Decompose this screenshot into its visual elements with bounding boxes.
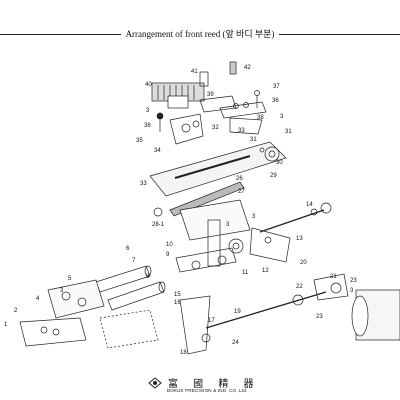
callout-label: 24 xyxy=(232,340,239,346)
arm-32 xyxy=(169,113,204,145)
callout-label: 33 xyxy=(238,128,245,134)
callout-label: 7 xyxy=(132,258,136,264)
part-41 xyxy=(199,71,209,87)
callout-label: 29 xyxy=(270,173,277,179)
callout-label: 33 xyxy=(140,181,147,187)
callout-label: 8 xyxy=(146,274,150,280)
cylinder-8 xyxy=(107,281,165,311)
callout-label: 16 xyxy=(174,300,181,306)
part-callouts: 40 41 42 39 37 36 38 3 31 3 36 35 34 32 … xyxy=(4,65,357,356)
callout-label: 3 xyxy=(252,214,256,220)
reed-comb-part xyxy=(151,82,205,109)
part-42 xyxy=(229,61,237,75)
callout-label: 23 xyxy=(350,278,357,284)
rack-shaft xyxy=(169,181,245,217)
callout-label: 21 xyxy=(330,274,337,280)
callout-label: 19 xyxy=(234,309,241,315)
shaft-14 xyxy=(259,209,325,233)
callout-label: 1 xyxy=(4,322,8,328)
callout-label: 3 xyxy=(60,288,64,294)
coupling-21 xyxy=(313,273,349,301)
callout-label: 3 xyxy=(226,222,230,228)
callout-label: 31 xyxy=(285,129,292,135)
bracket-13 xyxy=(249,227,291,263)
rod-19 xyxy=(205,291,327,329)
plate-39 xyxy=(199,95,237,113)
callout-label: 3 xyxy=(350,288,354,294)
callout-label: 9 xyxy=(166,252,170,258)
callout-label: 22 xyxy=(296,284,303,290)
callout-label: 42 xyxy=(244,65,251,71)
company-name-cn: 富 國 精 器 xyxy=(168,379,260,390)
callout-label: 40 xyxy=(145,82,152,88)
callout-label: 4 xyxy=(36,296,40,302)
callout-label: 23 xyxy=(316,314,323,320)
main-slide-plate xyxy=(149,141,287,197)
callout-label: 12 xyxy=(262,268,269,274)
callout-label: 31 xyxy=(250,137,257,143)
callout-label: 20 xyxy=(300,260,307,266)
callout-label: 37 xyxy=(273,84,280,90)
callout-label: 5 xyxy=(68,276,72,282)
callout-label: 11 xyxy=(242,270,249,276)
lever-17 xyxy=(179,295,211,355)
callout-label: 36 xyxy=(144,123,151,129)
mount-plate xyxy=(47,279,105,319)
callout-label: 26 xyxy=(236,176,243,182)
callout-label: 3 xyxy=(146,108,150,114)
callout-label: 32 xyxy=(212,125,219,131)
callout-label: 2 xyxy=(14,308,18,314)
callout-label: 36 xyxy=(272,98,279,104)
callout-label: 15 xyxy=(174,292,181,298)
company-name-en: BOKUK PRECISION & IND. CO.,Ltd. xyxy=(167,388,248,393)
callout-label: 28-1 xyxy=(152,222,165,228)
callout-label: 27 xyxy=(238,189,245,195)
page-title: Arrangement of front reed (앞 바디 부분) xyxy=(0,27,400,40)
base-bar-1 xyxy=(19,317,87,347)
callout-label: 38 xyxy=(257,115,264,121)
callout-label: 18 xyxy=(180,350,187,356)
company-logo-icon xyxy=(148,377,162,389)
pinion-30 xyxy=(264,146,280,162)
callout-label: 10 xyxy=(166,242,173,248)
callout-label: 39 xyxy=(207,92,214,98)
callout-label: 17 xyxy=(208,318,215,324)
callout-label: 14 xyxy=(306,202,313,208)
callout-label: 41 xyxy=(191,69,198,75)
callout-label: 34 xyxy=(154,148,161,154)
callout-label: 13 xyxy=(296,236,303,242)
callout-label: 3 xyxy=(280,114,284,120)
callout-label: 30 xyxy=(276,160,283,166)
callout-label: 35 xyxy=(136,138,143,144)
callout-label: 6 xyxy=(126,246,130,252)
